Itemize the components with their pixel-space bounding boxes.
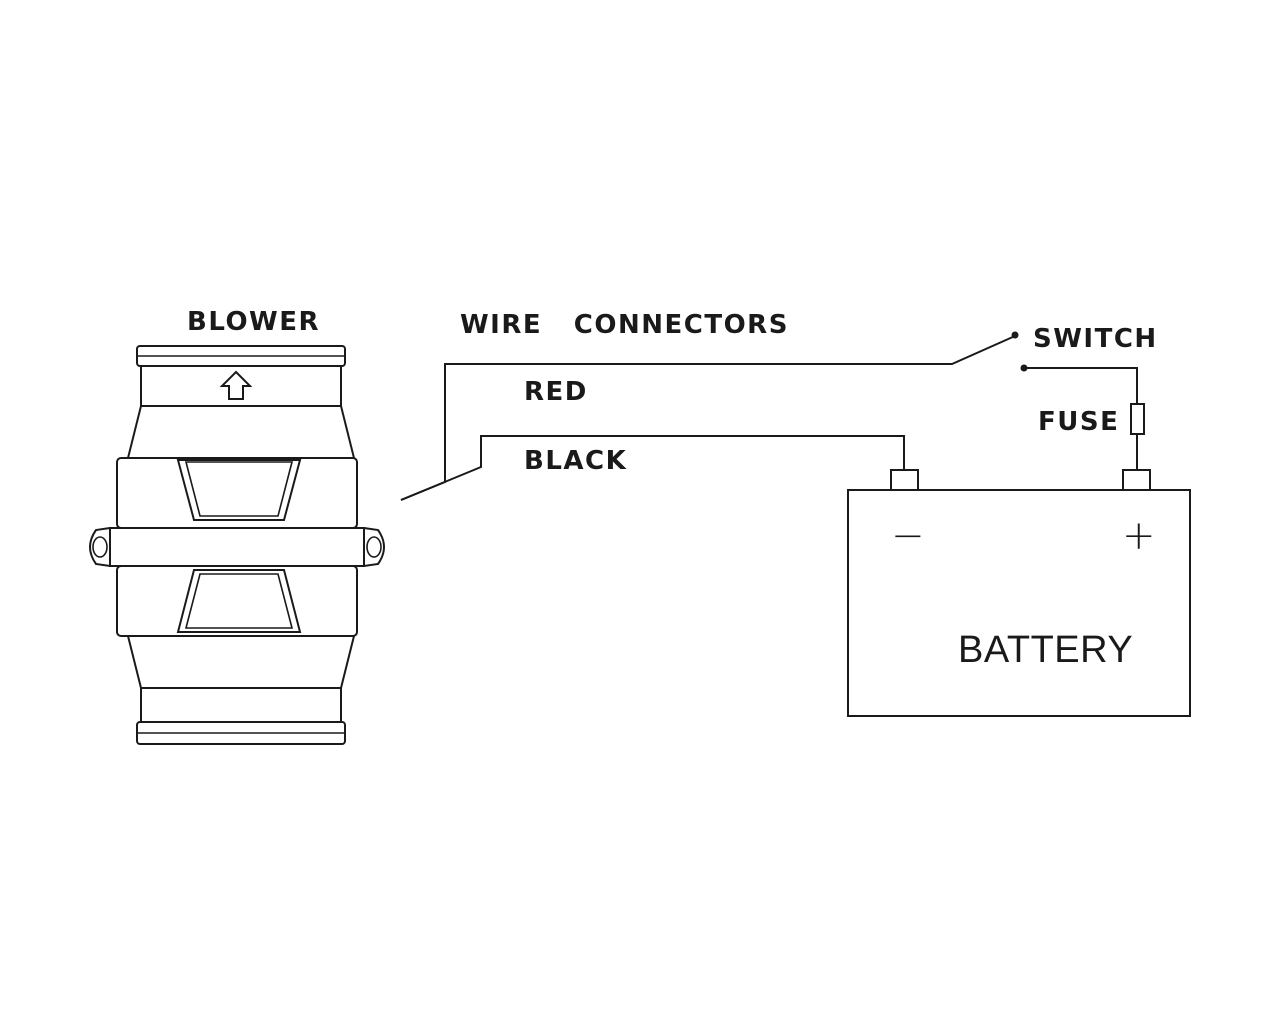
blower-left-ear	[89, 526, 111, 568]
black-wire-label: BLACK	[524, 446, 627, 476]
blower-upper-body	[126, 405, 356, 459]
blower-right-ear	[363, 526, 385, 568]
blower-lower-window	[176, 569, 302, 633]
blower-lower-band	[116, 565, 358, 637]
blower-middle-strap	[109, 527, 365, 567]
battery-body	[847, 489, 1191, 717]
fuse-label: FUSE	[1038, 407, 1119, 437]
battery	[847, 469, 1191, 717]
blower-unit	[89, 345, 385, 745]
blower-upper-window	[176, 459, 302, 521]
blower-label: BLOWER	[187, 307, 320, 337]
battery-positive-terminal	[1122, 469, 1151, 491]
blower-lower-body	[126, 635, 356, 689]
battery-label: BATTERY	[958, 629, 1133, 671]
switch-to-fuse-wire	[1024, 367, 1138, 404]
fuse-icon	[1130, 403, 1145, 435]
airflow-arrow-icon	[219, 370, 253, 400]
battery-positive-symbol: +	[1122, 513, 1156, 559]
blower-upper-band	[116, 457, 358, 529]
battery-negative-terminal	[890, 469, 919, 491]
red-wire-label: RED	[524, 377, 588, 407]
blower-bottom-tube	[140, 687, 342, 723]
battery-negative-symbol: −	[891, 513, 925, 559]
switch-contact-top	[1011, 331, 1019, 339]
wire-connectors-label: WIRE CONNECTORS	[460, 310, 789, 340]
switch-label: SWITCH	[1033, 324, 1158, 354]
red-wire	[400, 335, 1016, 501]
black-wire	[400, 435, 905, 501]
